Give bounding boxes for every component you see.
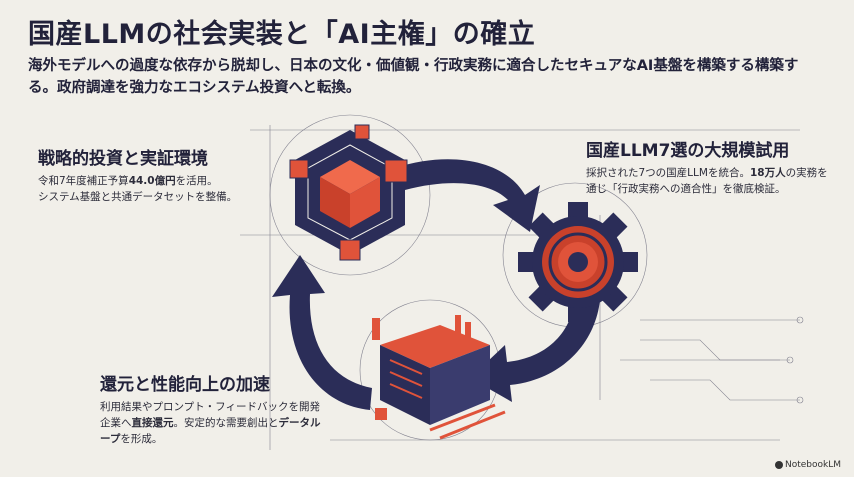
- return-direct: 直接還元: [131, 417, 174, 429]
- return-text-1: 利用結果やプロンプト・フィードバックを開発企業へ: [100, 401, 320, 429]
- trial-text-1: 採択された7つの国産LLMを統合。: [586, 167, 750, 179]
- strategy-text-1: 令和7年度補正予算: [38, 175, 129, 187]
- analytics-illustration: [372, 315, 506, 440]
- page-subtitle: 海外モデルへの過度な依存から脱却し、日本の文化・価値観・行政実務に適合したセキュ…: [28, 58, 799, 96]
- strategy-section: 戦略的投資と実証環境 令和7年度補正予算44.0億円を活用。システム基盤と共通デ…: [38, 144, 298, 205]
- trial-section: 国産LLM7選の大規模試用 採択された7つの国産LLMを統合。18万人の実務を通…: [586, 136, 836, 197]
- strategy-text: 令和7年度補正予算44.0億円を活用。システム基盤と共通データセットを整備。: [38, 173, 298, 205]
- return-text: 利用結果やプロンプト・フィードバックを開発企業へ直接還元。安定的な需要創出とデー…: [100, 399, 330, 447]
- brand-label: NotebookLM: [784, 460, 841, 470]
- strategy-text-2: を活用。: [175, 175, 218, 187]
- return-text-3: を形成。: [120, 433, 163, 445]
- notebooklm-logo-icon: [774, 460, 783, 469]
- trial-users: 18万人: [749, 167, 786, 179]
- gear-illustration: [518, 202, 638, 322]
- trial-text-2: の実務を通じ「行政実務への適合性」を徹底検証。: [586, 167, 828, 195]
- arrow-to-gear: [395, 159, 540, 232]
- strategy-heading: 戦略的投資と実証環境: [38, 149, 208, 169]
- return-data-loop: データループ: [100, 417, 321, 445]
- return-heading: 還元と性能向上の加速: [100, 375, 270, 395]
- page-title: 国産LLMの社会実装と「AI主権」の確立: [28, 19, 536, 50]
- return-section: 還元と性能向上の加速 利用結果やプロンプト・フィードバックを開発企業へ直接還元。…: [100, 370, 330, 447]
- strategy-text-3: システム基盤と共通データセットを整備。: [38, 191, 238, 203]
- strategy-amount: 44.0億円: [128, 175, 176, 187]
- arrow-to-cube: [272, 255, 372, 410]
- trial-heading: 国産LLM7選の大規模試用: [586, 141, 790, 161]
- cube-illustration: [289, 124, 408, 261]
- return-text-2: 。安定的な需要創出と: [173, 417, 279, 429]
- arrow-to-analytics: [470, 300, 600, 402]
- notebooklm-watermark: NotebookLM: [771, 459, 844, 471]
- cycle-arrows: [272, 159, 600, 410]
- trial-text: 採択された7つの国産LLMを統合。18万人の実務を通じ「行政実務への適合性」を徹…: [586, 165, 836, 197]
